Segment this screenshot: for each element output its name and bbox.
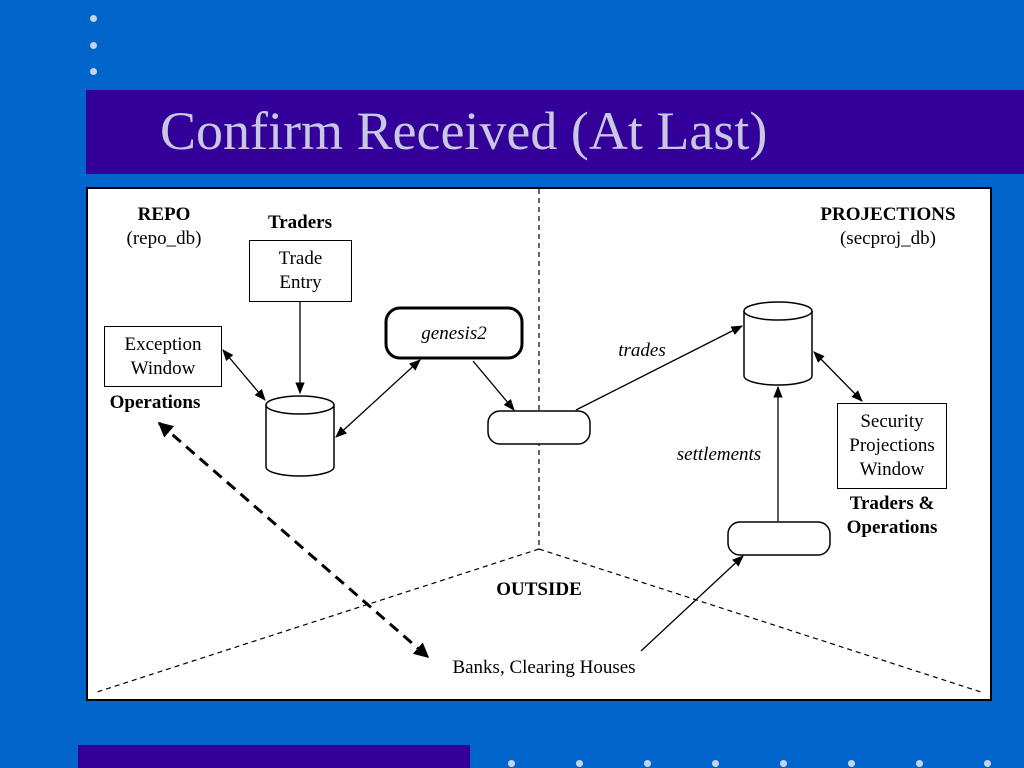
decor-dot xyxy=(90,15,97,22)
arrow-trades xyxy=(575,325,744,411)
settlement-queue-box xyxy=(727,521,831,556)
banks-clearing-houses-label: Banks, Clearing Houses xyxy=(452,657,636,678)
title-bar: Confirm Received (At Last) xyxy=(86,90,1024,174)
footer-bar xyxy=(78,745,470,768)
settlements-label: settlements xyxy=(676,444,762,465)
decor-dot xyxy=(780,760,787,767)
region-divider-right xyxy=(538,548,985,694)
genesis2-label: genesis2 xyxy=(421,323,487,344)
security-projections-window-box: Security Projections Window xyxy=(837,403,947,489)
trade-entry-label: Trade Entry xyxy=(278,248,323,293)
projections-db-label: (secproj_db) xyxy=(839,228,937,249)
decor-dot xyxy=(644,760,651,767)
region-divider-left xyxy=(93,548,540,694)
outside-label: OUTSIDE xyxy=(496,579,582,600)
genesis2-process-box xyxy=(384,306,524,360)
transfer-queue-box xyxy=(487,410,591,445)
exception-window-box: Exception Window xyxy=(104,326,222,387)
arrow-banks-to-settlement xyxy=(640,555,744,652)
operations-label: Operations xyxy=(109,392,201,413)
decor-dot xyxy=(90,42,97,49)
traders-operations-label: Traders & Operations xyxy=(846,493,938,538)
arrow-security-window-db xyxy=(813,351,863,402)
repo-title: REPO xyxy=(137,204,191,225)
slide-title: Confirm Received (At Last) xyxy=(160,101,768,161)
arrow-repo-genesis xyxy=(335,359,421,438)
repo-db-label: (repo_db) xyxy=(126,228,202,249)
arrow-genesis-to-queue xyxy=(472,360,515,411)
diagram-panel: REPO (repo_db) Traders Trade Entry genes… xyxy=(86,187,992,701)
decor-dot xyxy=(712,760,719,767)
traders-label: Traders xyxy=(267,212,333,233)
security-projections-window-label: Security Projections Window xyxy=(849,411,935,480)
trade-entry-box: Trade Entry xyxy=(249,240,352,302)
decor-dot xyxy=(848,760,855,767)
projections-database-icon xyxy=(743,301,813,386)
arrow-exception-repo xyxy=(222,349,266,401)
diagram-canvas xyxy=(93,189,985,694)
decor-dot xyxy=(90,68,97,75)
decor-dot xyxy=(508,760,515,767)
trades-label: trades xyxy=(618,340,666,361)
decor-dot xyxy=(916,760,923,767)
projections-title: PROJECTIONS xyxy=(820,204,956,225)
decor-dot xyxy=(984,760,991,767)
exception-window-label: Exception Window xyxy=(124,333,202,379)
decor-dot xyxy=(576,760,583,767)
repo-database-icon xyxy=(265,395,335,477)
arrow-operations-banks-dashed xyxy=(157,421,430,659)
